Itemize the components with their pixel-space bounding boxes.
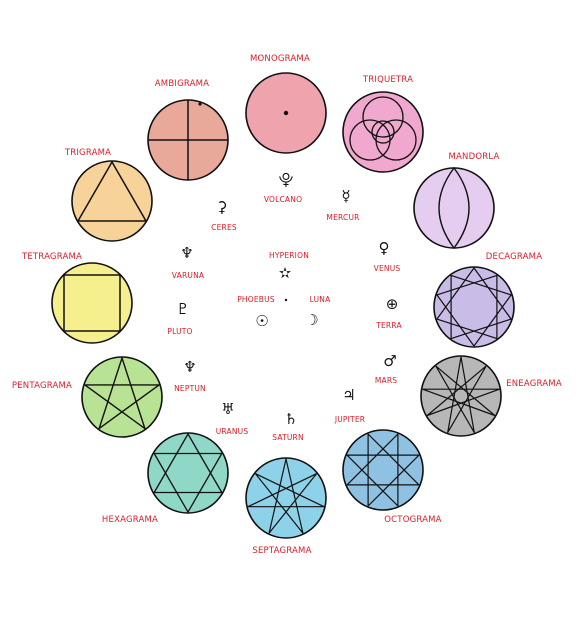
- triquetra-figure: [342, 91, 424, 173]
- mandorla-figure: [413, 166, 495, 250]
- hexagrama-figure: [147, 432, 229, 514]
- label-volcano: VOLCANO: [264, 195, 302, 204]
- mandorla-disc: [413, 167, 495, 249]
- tetragrama-figure: [51, 262, 133, 344]
- moon-symbol-icon: ☽: [305, 311, 318, 329]
- mandorla-icon: [438, 166, 470, 250]
- triangle-icon: [77, 161, 147, 222]
- marker-dot: [198, 102, 202, 106]
- label-mercur: MERCUR: [326, 213, 359, 222]
- label-phoebus: PHOEBUS: [237, 295, 275, 304]
- hexagrama-disc: [147, 432, 229, 514]
- label-neptun: NEPTUN: [174, 384, 206, 393]
- label-triquetra: TRIQUETRA: [362, 75, 413, 85]
- label-luna: LUNA: [310, 295, 332, 304]
- neptune-symbol-icon: ♆: [183, 358, 196, 376]
- enneagram-icon: [422, 356, 500, 434]
- label-septagrama: SEPTAGRAMA: [252, 546, 311, 556]
- pluto-symbol-icon: ♇: [176, 300, 189, 318]
- label-mars: MARS: [375, 376, 397, 385]
- septagrama-figure: [245, 457, 327, 539]
- ennea-lines-path: [422, 356, 500, 434]
- trigrama-disc: [71, 160, 153, 242]
- label-ambigrama: AMBIGRAMA: [155, 79, 209, 89]
- square-icon: [63, 274, 121, 332]
- label-octograma: OCTOGRAMA: [384, 515, 441, 525]
- label-hyperion: HYPERION: [269, 251, 309, 260]
- saturn-symbol-icon: ♄: [284, 410, 297, 428]
- eneagrama-disc: [420, 355, 502, 437]
- octograma-disc: [342, 429, 424, 511]
- heptagram-icon: [247, 458, 325, 534]
- mars-symbol-icon: ♂: [383, 352, 396, 370]
- label-decagrama: DECAGRAMA: [486, 252, 542, 262]
- star-symbol-icon: ✫: [279, 264, 292, 282]
- trigrama-figure: [71, 160, 153, 242]
- label-venus: VENUS: [374, 264, 401, 273]
- earth-symbol-icon: ⊕: [386, 295, 399, 313]
- label-trigrama: TRIGRAMA: [64, 148, 111, 158]
- label-pentagrama: PENTAGRAMA: [12, 381, 72, 391]
- center-dot-icon: [283, 110, 289, 116]
- label-terra: TERRA: [375, 321, 402, 330]
- septa-lines-path: [247, 458, 325, 534]
- penta-lines-path: [84, 357, 160, 430]
- label-jupiter: JUPITER: [334, 415, 365, 424]
- label-ceres: CERES: [211, 223, 237, 232]
- jupiter-symbol-icon: ♃: [342, 386, 355, 404]
- eneagrama-figure: [420, 355, 502, 437]
- pentagram-icon: [84, 357, 160, 430]
- label-saturn: SATURN: [272, 433, 304, 442]
- label-mandorla: MANDORLA: [449, 152, 500, 162]
- sun-symbol-icon: ☉: [255, 312, 268, 330]
- pentagrama-disc: [81, 356, 163, 438]
- label-tetragrama: TETRAGRAMA: [21, 252, 82, 262]
- ceres-symbol-icon: ⚳: [217, 198, 228, 216]
- label-eneagrama: ENEAGRAMA: [506, 379, 562, 389]
- deca-lines-path: [436, 267, 512, 347]
- tetragrama-disc: [51, 262, 133, 344]
- decagram-lines: [436, 267, 512, 347]
- varuna-symbol-icon: ♆: [180, 244, 193, 262]
- ambigrama-figure: [147, 99, 229, 181]
- label-uranus: URANUS: [216, 427, 249, 436]
- pentagrama-figure: [81, 356, 163, 438]
- octagram-icon: [346, 433, 420, 507]
- hexa-lines-path: [153, 433, 223, 494]
- octograma-figure: [342, 429, 424, 511]
- label-varuna: VARUNA: [172, 271, 205, 280]
- label-hexagrama: HEXAGRAMA: [102, 515, 158, 525]
- vulcan-symbol-icon: ⯓: [279, 171, 294, 189]
- venus-symbol-icon: ♀: [379, 239, 390, 257]
- hexagram-icon: [153, 433, 223, 513]
- octa-lines-path: [346, 433, 420, 507]
- monograma-figure: [245, 72, 327, 154]
- triquetra-disc: [342, 91, 424, 173]
- decagrama-figure: [433, 266, 515, 348]
- hexa-lines-path: [153, 452, 223, 513]
- cross-icon: [148, 100, 228, 180]
- mercury-symbol-icon: ☿: [341, 187, 350, 205]
- label-monograma: MONOGRAMA: [250, 54, 310, 64]
- triquetra-icon: [349, 96, 417, 161]
- center-point: [284, 298, 288, 302]
- decagrama-disc: [433, 266, 515, 348]
- label-pluto: PLUTO: [167, 327, 192, 336]
- uranus-symbol-icon: ♅: [221, 400, 234, 418]
- septagrama-disc: [245, 457, 327, 539]
